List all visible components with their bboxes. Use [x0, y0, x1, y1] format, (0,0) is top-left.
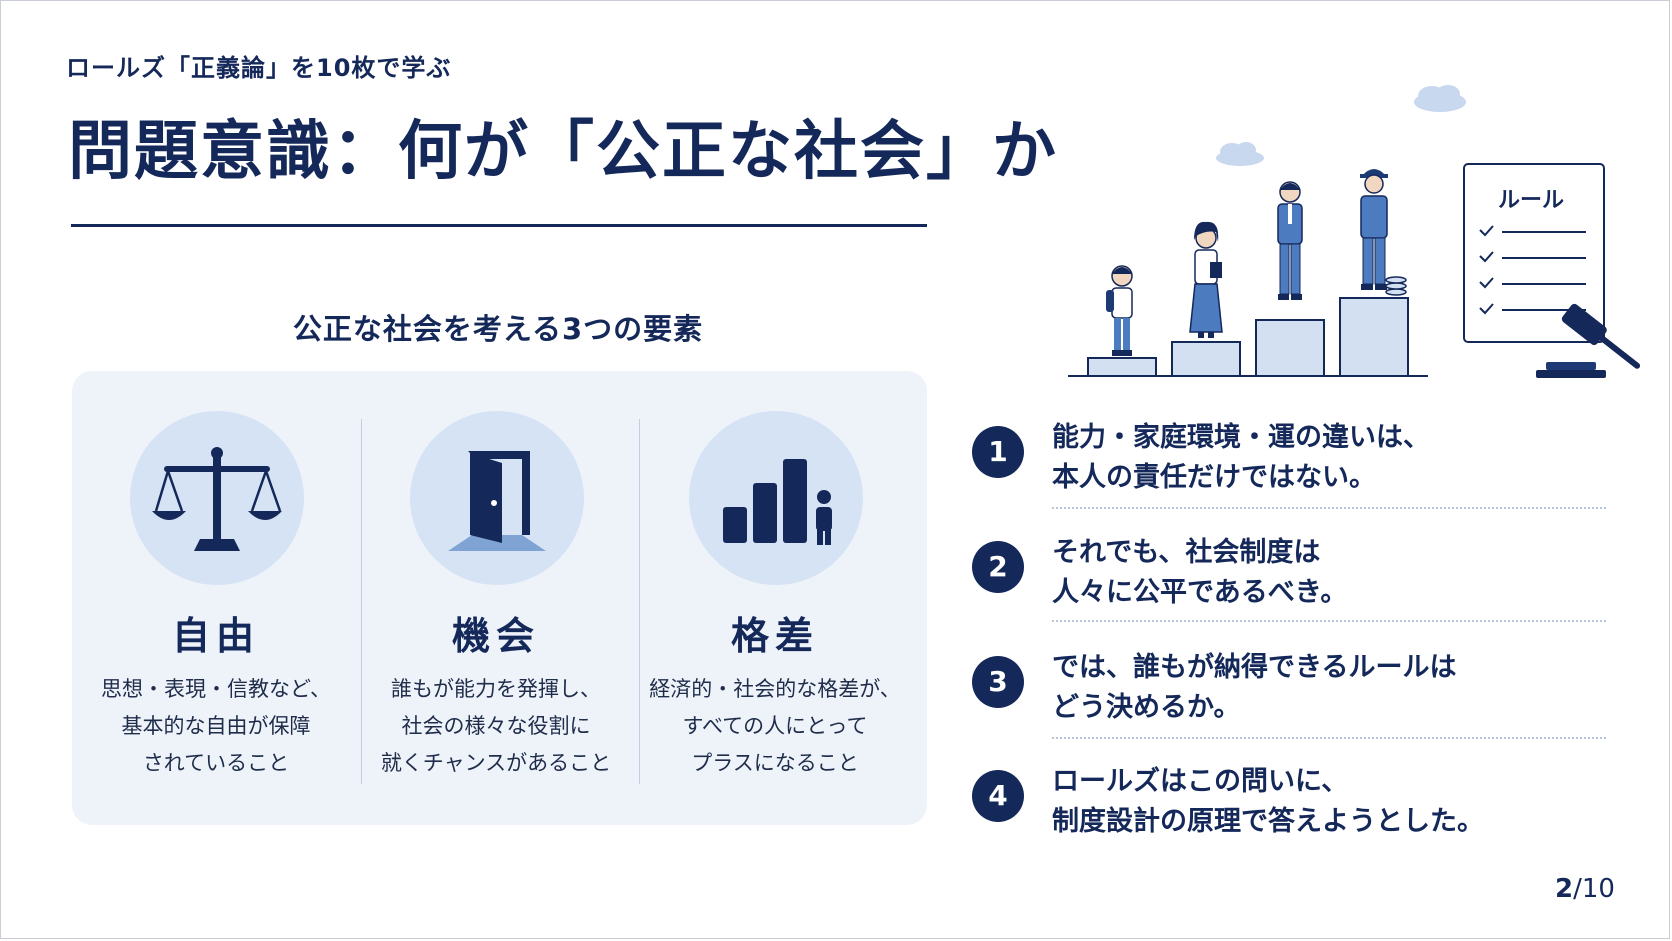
point-divider — [1052, 620, 1606, 622]
freedom-icon-circle — [130, 411, 304, 585]
number-badge: 2 — [972, 541, 1024, 593]
page-number: 2/10 — [1555, 874, 1615, 904]
section-heading: 公正な社会を考える3つの要素 — [292, 312, 704, 346]
point-text: 能力・家庭環境・運の違いは、 本人の責任だけではない。 — [1052, 422, 1430, 493]
column-divider — [361, 419, 362, 784]
opportunity-icon-circle — [410, 411, 584, 585]
person-icon — [1360, 169, 1407, 296]
disparity-icon-circle — [689, 411, 863, 585]
fairness-illustration — [1068, 85, 1641, 378]
scales-icon — [152, 447, 282, 551]
point-divider — [1052, 507, 1606, 509]
rule-checklist — [1463, 163, 1605, 343]
element-title: 機会 — [451, 614, 540, 658]
number-badge: 1 — [972, 426, 1024, 478]
title-underline — [71, 224, 927, 227]
column-divider — [639, 419, 640, 784]
rule-label: ルール — [1498, 188, 1565, 213]
elements-panel: 自由 思想・表現・信教など、 基本的な自由が保障 されていること 機会 誰もが能… — [72, 371, 927, 825]
open-door-icon — [448, 451, 546, 551]
element-freedom: 自由 思想・表現・信教など、 基本的な自由が保障 されていること — [76, 371, 356, 825]
cloud-icon — [1414, 85, 1466, 112]
element-description: 思想・表現・信教など、 基本的な自由が保障 されていること — [101, 677, 331, 775]
number-badge: 3 — [972, 656, 1024, 708]
steps — [1087, 297, 1409, 377]
number-badge: 4 — [972, 770, 1024, 822]
element-opportunity: 機会 誰もが能力を発揮し、 社会の様々な役割に 就くチャンスがあること — [356, 371, 636, 825]
element-description: 経済的・社会的な格差が、 すべての人にとって プラスになること — [649, 677, 901, 775]
element-description: 誰もが能力を発揮し、 社会の様々な役割に 就くチャンスがあること — [380, 677, 612, 775]
series-title: ロールズ「正義論」を10枚で学ぶ — [66, 54, 452, 82]
person-icon — [1277, 181, 1303, 300]
point-divider — [1052, 737, 1606, 739]
element-title: 格差 — [730, 614, 819, 658]
page-title: 問題意識：何が「公正な社会」か — [68, 115, 1058, 189]
point-text: それでも、社会制度は 人々に公平であるべき。 — [1052, 537, 1348, 608]
element-title: 自由 — [171, 614, 260, 658]
gavel-icon — [1536, 303, 1641, 378]
point-text: ロールズはこの問いに、 制度設計の原理で答えようとした。 — [1052, 766, 1484, 837]
bar-chart-person-icon — [723, 459, 832, 545]
person-icon — [1106, 265, 1133, 356]
person-icon — [1189, 221, 1223, 338]
element-disparity: 格差 経済的・社会的な格差が、 すべての人にとって プラスになること — [635, 371, 915, 825]
point-text: では、誰もが納得できるルールは どう決めるか。 — [1052, 652, 1457, 723]
cloud-icon — [1216, 142, 1264, 166]
